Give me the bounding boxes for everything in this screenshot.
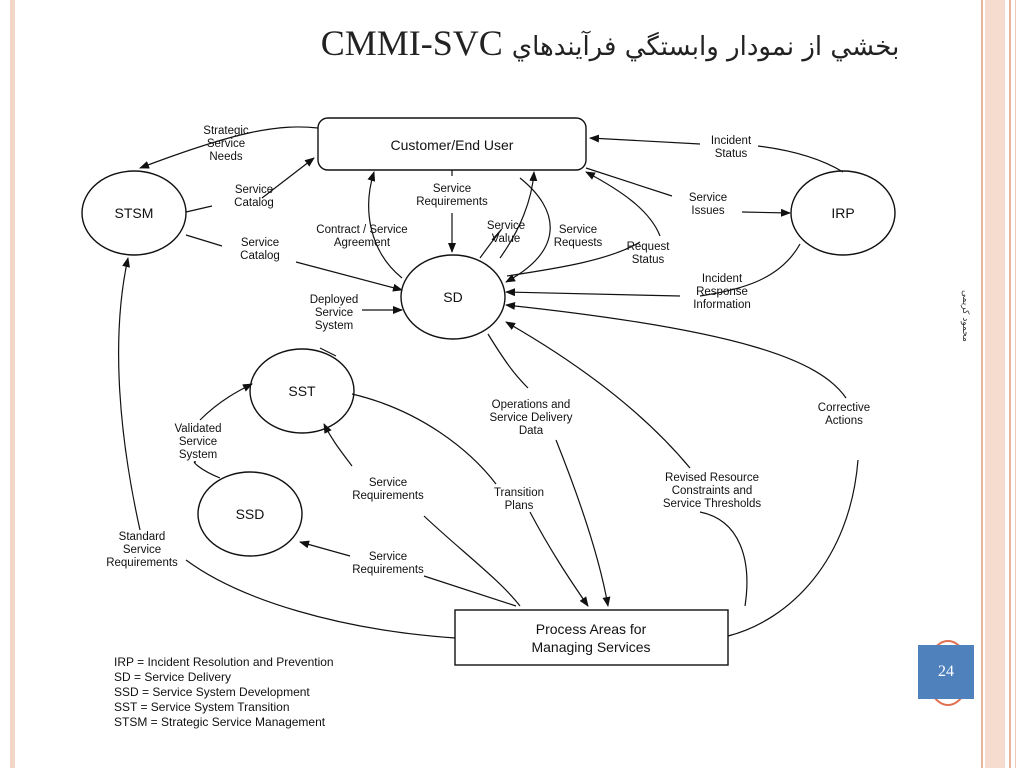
- label-incident-response-1: Incident: [702, 273, 743, 285]
- label-service-req-sst-2: Requirements: [352, 490, 424, 502]
- right-frame-line: [981, 0, 983, 768]
- label-revised-3: Service Thresholds: [663, 498, 761, 510]
- label-strategic-needs-2: Service: [207, 138, 245, 150]
- arrow-service-value: [479, 172, 534, 259]
- label-deployed-1: Deployed: [310, 294, 359, 306]
- label-service-requests-1: Service: [559, 224, 597, 236]
- process-areas-label-line1: Process Areas for: [536, 621, 647, 637]
- label-incident-response-2: Response: [696, 286, 748, 298]
- arrow-deployed: [319, 310, 402, 357]
- right-frame-line: [1015, 0, 1016, 768]
- arrow-contract: [367, 171, 403, 279]
- label-revised-2: Constraints and: [672, 485, 753, 497]
- label-corrective-1: Corrective: [818, 402, 870, 414]
- arrow-service-catalog-1: [185, 158, 314, 213]
- legend-item: SST = Service System Transition: [114, 700, 290, 714]
- right-frame-line: [1009, 0, 1011, 768]
- label-strategic-needs-3: Needs: [209, 151, 242, 163]
- label-standard-3: Requirements: [106, 557, 178, 569]
- label-incident-status-2: Status: [715, 148, 748, 160]
- label-service-issues-1: Service: [689, 192, 727, 204]
- arrow-service-req-sst: [324, 424, 521, 607]
- legend-item: IRP = Incident Resolution and Prevention: [114, 655, 334, 669]
- label-request-status-1: Request: [627, 241, 671, 253]
- arrow-service-issues: [585, 167, 790, 213]
- legend-item: STSM = Strategic Service Management: [114, 715, 326, 729]
- label-service-req-sst-1: Service: [369, 477, 407, 489]
- ssd-circle: [197, 471, 303, 557]
- arrow-operations: [487, 333, 608, 606]
- label-service-req-top-1: Requirements: [416, 196, 488, 208]
- label-deployed-3: System: [315, 320, 353, 332]
- label-service-catalog-2b: Catalog: [240, 250, 280, 262]
- label-service-catalog-1a: Service: [235, 184, 273, 196]
- label-validated-1: Validated: [174, 423, 221, 435]
- label-standard-1: Standard: [119, 531, 166, 543]
- legend-item: SSD = Service System Development: [114, 685, 310, 699]
- label-service-catalog-1b: Catalog: [234, 197, 274, 209]
- label-incident-response-3: Information: [693, 299, 751, 311]
- label-strategic-needs-1: Strategic: [203, 125, 249, 137]
- ssd-label: SSD: [236, 506, 265, 522]
- left-frame-border: [10, 0, 15, 768]
- label-contract-1: Contract / Service: [316, 224, 407, 236]
- label-service-requests-2: Requests: [554, 237, 603, 249]
- arrow-service-req-ssd: [300, 542, 517, 607]
- label-operations-1: Operations and: [492, 399, 571, 411]
- arrow-standard: [118, 258, 456, 639]
- legend: IRP = Incident Resolution and Prevention…: [114, 655, 334, 729]
- label-transition-2: Plans: [505, 500, 534, 512]
- label-service-issues-2: Issues: [691, 205, 724, 217]
- label-operations-3: Data: [519, 425, 544, 437]
- label-service-value-2: Value: [492, 233, 521, 245]
- label-corrective-2: Actions: [825, 415, 863, 427]
- arrow-validated: [193, 384, 252, 479]
- sd-label: SD: [443, 289, 462, 305]
- label-incident-status-1: Incident: [711, 135, 752, 147]
- arrow-corrective: [506, 305, 859, 637]
- label-deployed-2: Service: [315, 307, 353, 319]
- arrow-request-status: [506, 172, 661, 277]
- right-frame-border: [985, 0, 1005, 768]
- arrow-strategic-needs: [139, 126, 319, 169]
- title-persian: بخشي از نمودار وابستگي فرآيندهاي: [511, 32, 900, 62]
- label-standard-2: Service: [123, 544, 161, 556]
- label-contract-2: Agreement: [334, 237, 391, 249]
- arrow-incident-status: [590, 138, 844, 173]
- legend-item: SD = Service Delivery: [114, 670, 231, 684]
- sst-label: SST: [288, 383, 316, 399]
- label-validated-2: Service: [179, 436, 217, 448]
- arrow-incident-response: [506, 243, 801, 296]
- label-service-req-ssd-2: Requirements: [352, 564, 424, 576]
- label-service-req-top-1: Service: [433, 183, 471, 195]
- label-validated-3: System: [179, 449, 217, 461]
- customer-label: Customer/End User: [391, 137, 514, 153]
- arrow-transition: [351, 393, 588, 606]
- label-service-value-1: Service: [487, 220, 525, 232]
- label-request-status-2: Status: [632, 254, 665, 266]
- arrow-service-catalog-2: [185, 234, 402, 290]
- slide-title: CMMI-SVC بخشي از نمودار وابستگي فرآيندها…: [270, 22, 950, 64]
- title-latin: CMMI-SVC: [320, 23, 503, 63]
- stsm-label: STSM: [115, 205, 154, 221]
- label-operations-2: Service Delivery: [489, 412, 572, 424]
- irp-label: IRP: [831, 205, 854, 221]
- process-areas-box: [454, 609, 729, 666]
- arrow-revised: [506, 322, 748, 607]
- label-service-req-ssd-1: Service: [369, 551, 407, 563]
- label-revised-1: Revised Resource: [665, 472, 759, 484]
- arrow-service-requests: [505, 177, 551, 283]
- process-areas-label-line2: Managing Services: [531, 639, 650, 655]
- label-transition-1: Transition: [494, 487, 544, 499]
- label-service-catalog-2a: Service: [241, 237, 279, 249]
- page-number: 24: [918, 645, 974, 699]
